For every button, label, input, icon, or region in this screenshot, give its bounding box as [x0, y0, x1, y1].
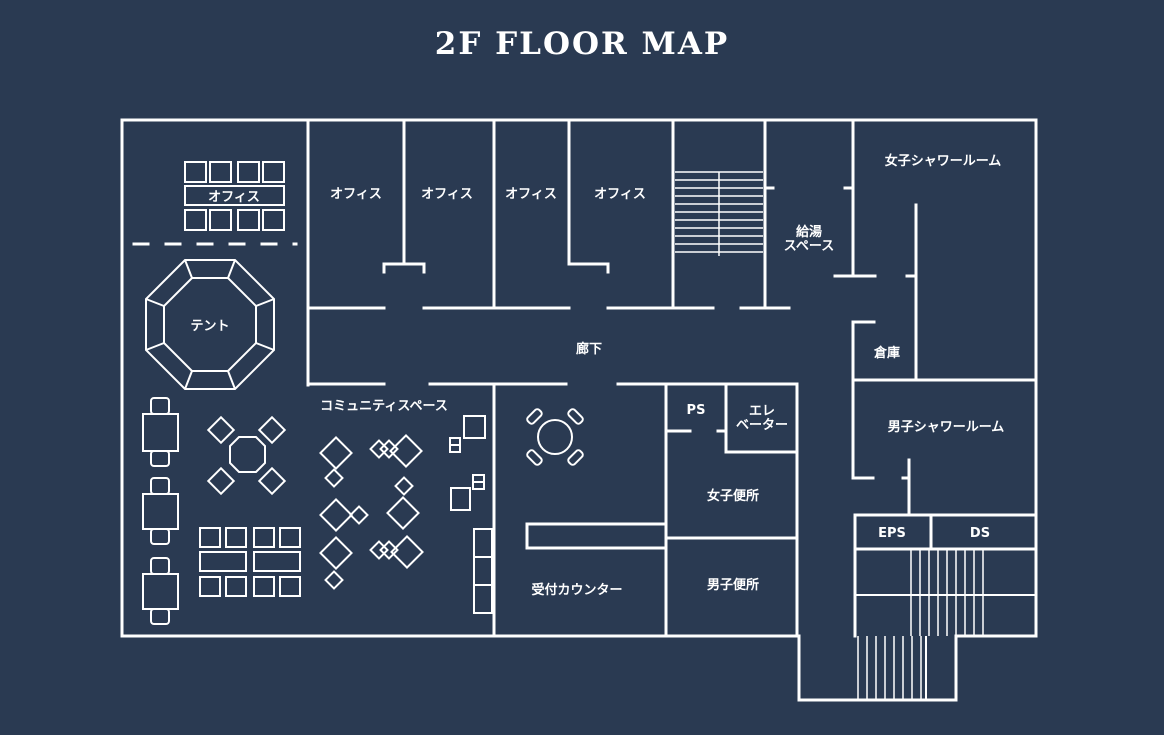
label-womens-toilet: 女子便所: [707, 488, 759, 504]
label-office-2: オフィス: [421, 187, 473, 202]
label-eps: EPS: [878, 526, 906, 541]
label-kitchenette-1: 給湯: [796, 224, 822, 240]
label-mens-toilet: 男子便所: [707, 577, 759, 593]
label-office-1: オフィス: [330, 187, 382, 202]
octagon-table-set: [206, 415, 287, 496]
label-office-4: オフィス: [594, 187, 646, 202]
interior-walls: [306, 118, 1038, 638]
outer-walls: [120, 118, 1038, 702]
label-ps: PS: [687, 403, 706, 418]
room-labels: オフィス オフィス オフィス オフィス オフィス 給湯 スペース 女子シャワール…: [190, 153, 1004, 598]
label-ds: DS: [970, 526, 990, 541]
page-title: 2F FLOOR MAP: [434, 26, 730, 62]
label-mens-shower: 男子シャワールーム: [888, 420, 1005, 435]
label-storage: 倉庫: [873, 345, 900, 361]
label-elevator-1: エレ: [749, 404, 775, 419]
lower-left-desks: [199, 527, 301, 597]
label-community-space: コミュニティスペース: [320, 399, 448, 414]
staircase-top: [675, 171, 763, 256]
label-elevator-2: ベーター: [736, 418, 788, 433]
label-office-left: オフィス: [208, 190, 260, 205]
round-table-set: [526, 408, 584, 466]
tent-octagon: [145, 259, 275, 390]
community-tables: [319, 415, 493, 614]
left-office-desks: [184, 161, 285, 231]
label-reception: 受付カウンター: [531, 582, 622, 598]
booth-seats: [142, 397, 179, 625]
label-kitchenette-2: スペース: [784, 239, 834, 254]
staircase-bottom: [855, 549, 1036, 700]
label-office-3: オフィス: [505, 187, 557, 202]
label-tent: テント: [190, 319, 229, 334]
label-corridor: 廊下: [576, 341, 602, 357]
label-womens-shower: 女子シャワールーム: [885, 153, 1002, 169]
